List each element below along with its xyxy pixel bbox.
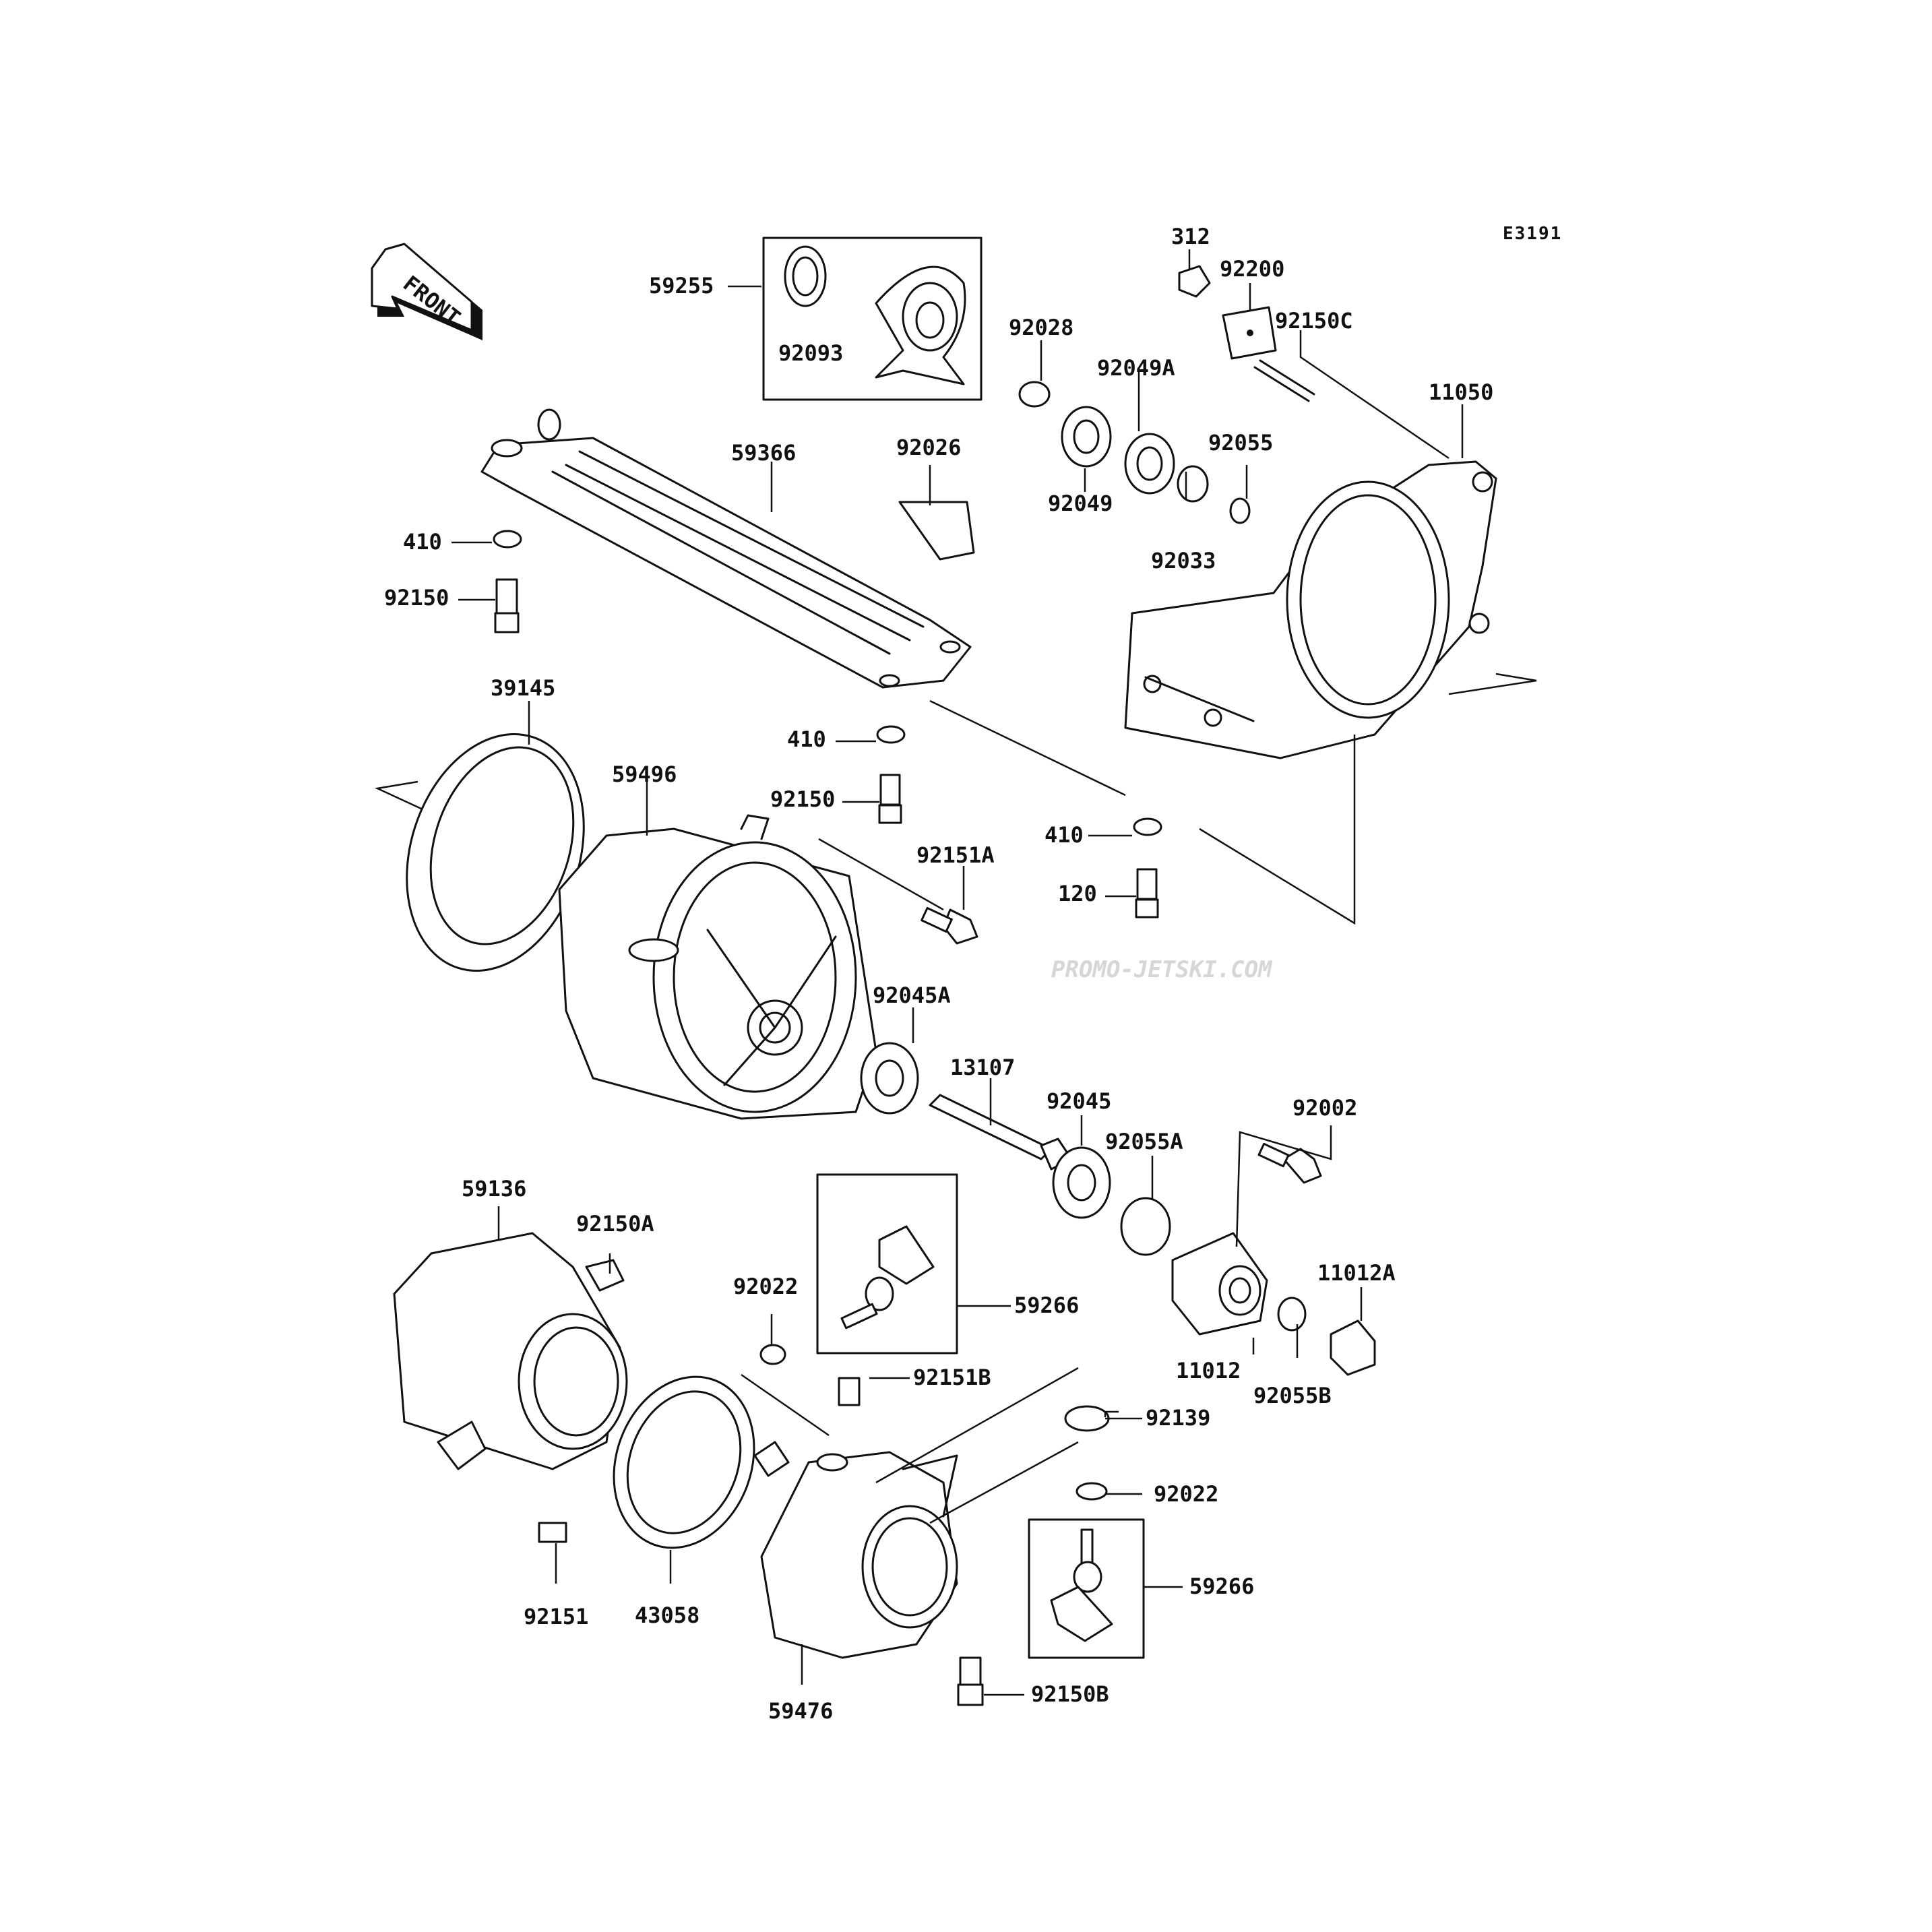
steering-cable-kit-lower bbox=[1028, 1405, 1145, 1659]
label-11050: 11050 bbox=[1429, 379, 1493, 405]
label-92150C: 92150C bbox=[1275, 308, 1353, 334]
diagram-code: E3191 bbox=[1503, 224, 1562, 244]
leader-lines bbox=[374, 249, 1537, 1696]
label-92002: 92002 bbox=[1292, 1095, 1357, 1121]
ring-43058 bbox=[538, 1375, 790, 1549]
washers-bolts-upper bbox=[493, 530, 1162, 945]
part-number-labels: 312 92200 92150C 59255 92093 92028 92049… bbox=[384, 224, 1493, 1724]
label-39145: 39145 bbox=[491, 675, 555, 701]
label-92150-a: 92150 bbox=[384, 585, 449, 611]
label-92026: 92026 bbox=[896, 435, 961, 460]
label-92055: 92055 bbox=[1208, 430, 1273, 456]
label-92049: 92049 bbox=[1048, 491, 1113, 516]
wedge-plate bbox=[898, 501, 975, 561]
impeller-kit-box bbox=[762, 237, 983, 401]
label-120: 120 bbox=[1058, 881, 1097, 906]
pump-cover-rail bbox=[480, 408, 972, 689]
label-92055B: 92055B bbox=[1253, 1383, 1332, 1408]
label-59266-b: 59266 bbox=[1189, 1573, 1254, 1599]
label-92151: 92151 bbox=[524, 1604, 588, 1629]
label-92150-b: 92150 bbox=[770, 786, 835, 812]
front-arrow-badge: FRONT bbox=[371, 243, 482, 340]
bearing-stack-top bbox=[1018, 265, 1315, 524]
label-92045A: 92045A bbox=[873, 983, 951, 1008]
label-59266-a: 59266 bbox=[1014, 1292, 1079, 1318]
label-13107: 13107 bbox=[950, 1055, 1015, 1080]
label-410-b: 410 bbox=[787, 726, 826, 752]
label-11012A: 11012A bbox=[1317, 1260, 1396, 1286]
label-92045: 92045 bbox=[1047, 1088, 1111, 1114]
label-11012: 11012 bbox=[1176, 1358, 1241, 1383]
drive-shaft-assembly bbox=[860, 1042, 1376, 1376]
label-410-c: 410 bbox=[1045, 822, 1084, 848]
label-312: 312 bbox=[1171, 224, 1210, 249]
label-59136: 59136 bbox=[462, 1176, 526, 1202]
label-92049A: 92049A bbox=[1097, 355, 1175, 381]
label-92150B: 92150B bbox=[1031, 1681, 1109, 1707]
label-59366: 59366 bbox=[731, 440, 796, 466]
label-92033: 92033 bbox=[1151, 548, 1216, 573]
pump-body bbox=[558, 814, 877, 1120]
label-59496: 59496 bbox=[612, 761, 677, 787]
steering-cable-kit-upper bbox=[759, 1173, 958, 1365]
label-43058: 43058 bbox=[635, 1602, 699, 1628]
watermark-2: PROMO-JETSKI.COM bbox=[1051, 956, 1273, 983]
label-92093: 92093 bbox=[778, 340, 843, 366]
label-92151B: 92151B bbox=[913, 1365, 991, 1390]
label-92151A: 92151A bbox=[916, 842, 995, 868]
steering-nozzle-59476 bbox=[760, 1377, 984, 1706]
label-59476: 59476 bbox=[768, 1698, 833, 1724]
label-92200: 92200 bbox=[1220, 256, 1284, 282]
label-92022-a: 92022 bbox=[733, 1274, 798, 1299]
label-92028: 92028 bbox=[1009, 315, 1073, 340]
nozzle-59136 bbox=[393, 1232, 628, 1470]
label-92055A: 92055A bbox=[1105, 1129, 1183, 1154]
label-59255: 59255 bbox=[649, 273, 714, 299]
label-410-a: 410 bbox=[403, 529, 442, 555]
label-92139: 92139 bbox=[1146, 1405, 1210, 1431]
label-92022-b: 92022 bbox=[1154, 1481, 1218, 1507]
label-92150A: 92150A bbox=[576, 1211, 654, 1237]
pump-housing bbox=[1124, 460, 1497, 759]
